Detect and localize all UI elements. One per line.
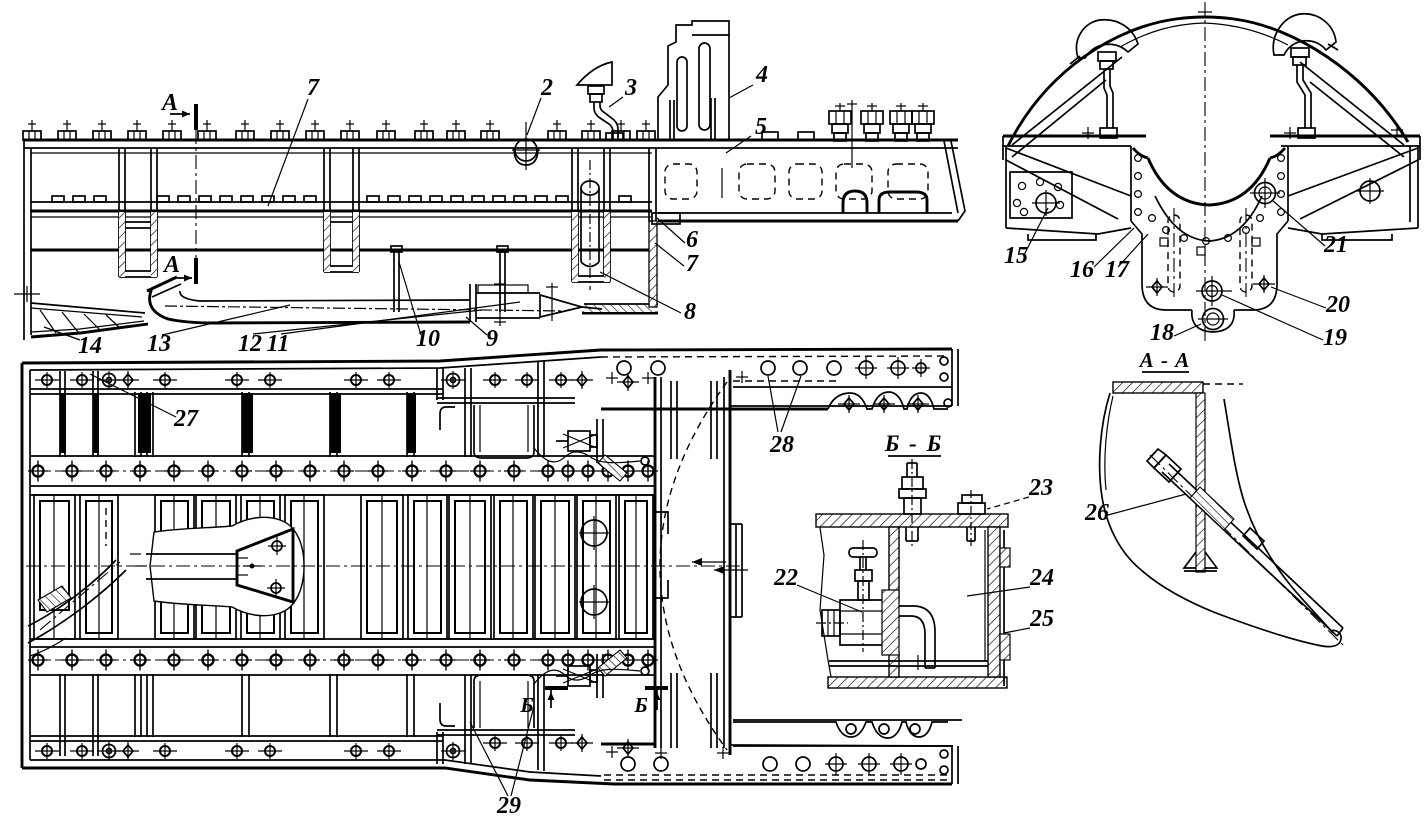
- svg-text:28: 28: [769, 432, 794, 458]
- svg-text:Б: Б: [633, 693, 647, 717]
- svg-text:26: 26: [1084, 500, 1109, 526]
- svg-text:Б: Б: [519, 693, 533, 717]
- svg-text:16: 16: [1070, 257, 1094, 283]
- svg-text:15: 15: [1004, 243, 1028, 269]
- svg-text:24: 24: [1029, 565, 1054, 591]
- svg-text:9: 9: [486, 326, 498, 352]
- svg-text:2: 2: [540, 75, 553, 101]
- svg-text:12: 12: [238, 331, 262, 357]
- svg-text:13: 13: [147, 331, 171, 357]
- svg-text:21: 21: [1323, 232, 1348, 258]
- svg-text:7: 7: [307, 75, 320, 101]
- svg-text:18: 18: [1150, 320, 1174, 346]
- svg-text:А - А: А - А: [1138, 348, 1191, 372]
- svg-text:6: 6: [686, 227, 698, 253]
- svg-text:11: 11: [267, 331, 290, 357]
- svg-text:29: 29: [496, 793, 521, 817]
- svg-text:25: 25: [1029, 606, 1054, 632]
- svg-text:14: 14: [78, 333, 102, 359]
- svg-text:5: 5: [755, 114, 767, 140]
- svg-text:22: 22: [773, 565, 798, 591]
- svg-text:20: 20: [1325, 292, 1350, 318]
- svg-text:А: А: [162, 252, 180, 278]
- svg-text:17: 17: [1105, 257, 1130, 283]
- svg-text:Б - Б: Б - Б: [884, 431, 943, 456]
- svg-text:7: 7: [686, 251, 699, 277]
- svg-text:27: 27: [173, 406, 199, 432]
- svg-text:3: 3: [624, 75, 637, 101]
- svg-text:А: А: [160, 90, 178, 116]
- svg-text:23: 23: [1028, 475, 1053, 501]
- svg-text:4: 4: [755, 62, 768, 88]
- svg-text:8: 8: [684, 299, 696, 325]
- svg-text:19: 19: [1323, 325, 1347, 351]
